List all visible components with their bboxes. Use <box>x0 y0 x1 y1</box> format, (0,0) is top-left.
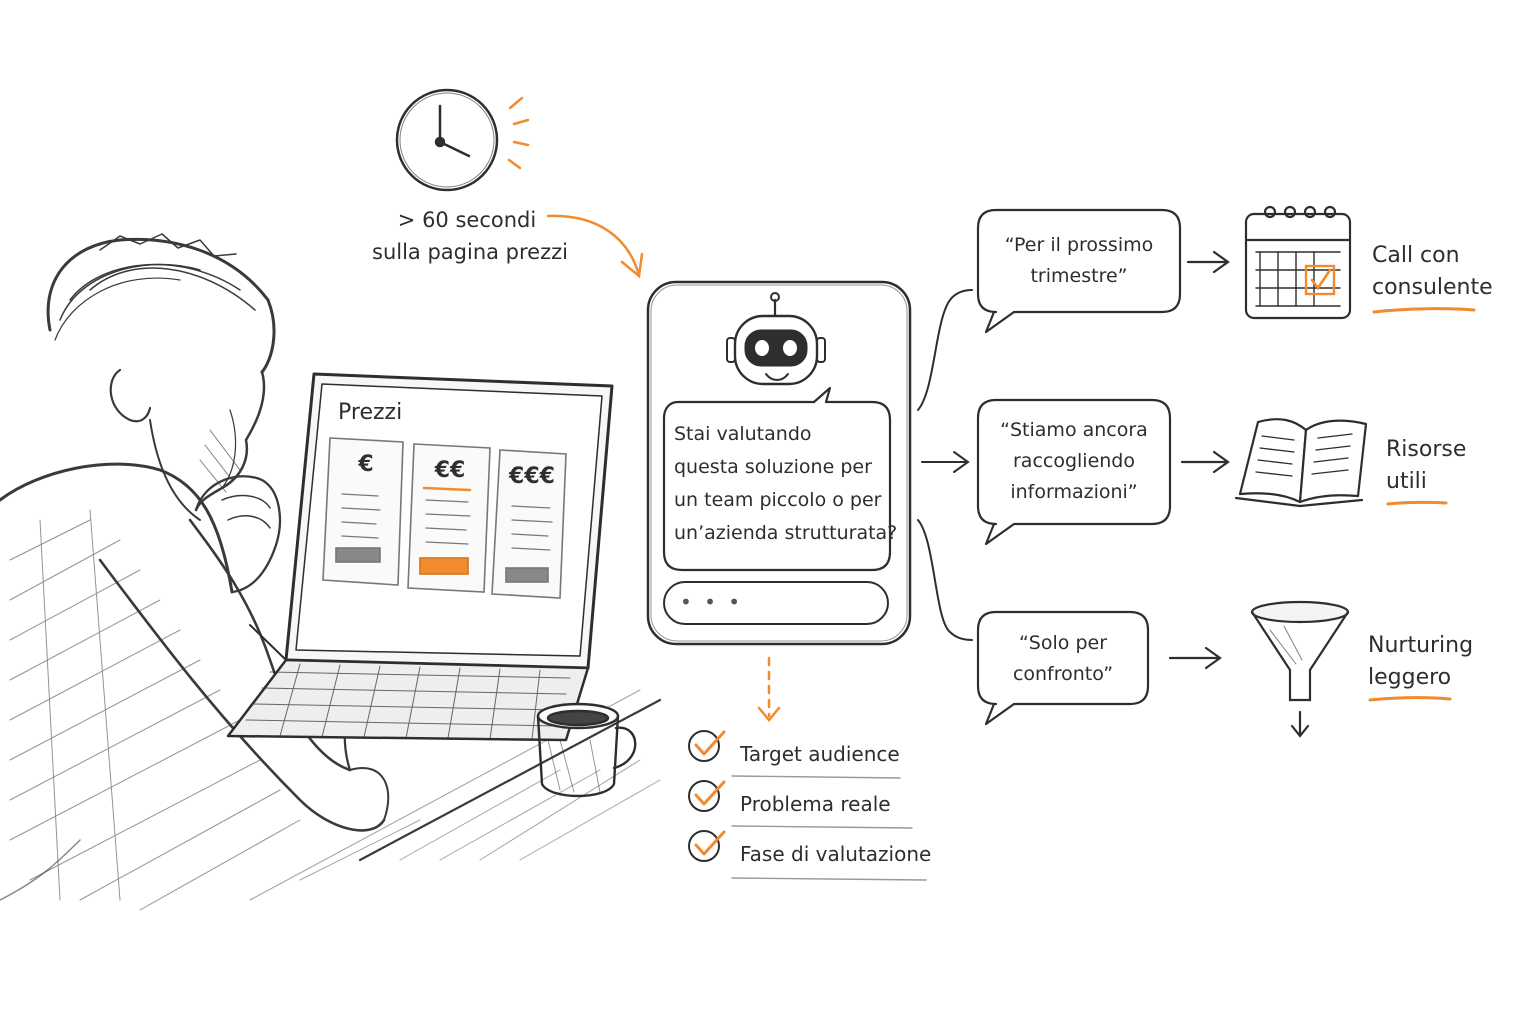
clock-icon <box>395 88 499 192</box>
timer-caption: > 60 secondi sulla pagina prezzi <box>372 204 568 268</box>
chatbot-panel <box>646 280 912 646</box>
reply-line: “Stiamo ancora <box>1000 419 1148 441</box>
coffee-mug-icon <box>536 702 637 798</box>
trigger-arrow <box>546 214 644 279</box>
checklist-marks <box>688 730 927 881</box>
timer-line-1: > 60 secondi <box>397 208 537 232</box>
tier-symbol-basic: € <box>358 452 374 477</box>
outcome-line: utili <box>1386 469 1427 494</box>
reply-line: trimestre” <box>1030 265 1128 287</box>
outcome-line: Call con <box>1372 243 1460 268</box>
reply-line: confronto” <box>1012 663 1114 685</box>
person-illustration <box>0 233 446 911</box>
open-book-icon <box>1234 418 1368 508</box>
dashed-arrow-down <box>757 656 781 722</box>
reply-bubbles <box>976 208 1182 726</box>
outcome-line: leggero <box>1368 665 1452 690</box>
alarm-rays-icon <box>507 96 530 170</box>
laptop-screen-title: Prezzi <box>338 400 403 425</box>
outcome-arrows <box>1168 250 1230 670</box>
funnel-icon <box>1250 600 1350 738</box>
reply-line: “Per il prossimo <box>1004 234 1154 256</box>
outcome-nurturing: Nurturing leggero <box>1368 630 1473 694</box>
typing-indicator: • • • <box>680 590 744 614</box>
question-line: un’azienda strutturata? <box>674 522 898 544</box>
question-line: questa soluzione per <box>674 456 872 478</box>
checklist-item: Target audience <box>740 742 900 766</box>
reply-line: raccogliendo <box>1012 450 1135 472</box>
branch-connector <box>917 289 973 641</box>
pricing-cards <box>322 437 567 599</box>
outcome-underlines <box>1368 307 1476 702</box>
robot-icon <box>726 292 826 386</box>
reply-bubble-comparison: “Solo per confronto” <box>980 628 1146 690</box>
reply-line: “Solo per <box>1018 632 1108 654</box>
checklist-item: Problema reale <box>740 792 891 816</box>
checklist-item: Fase di valutazione <box>740 842 932 866</box>
outcome-line: consulente <box>1372 275 1493 300</box>
tier-symbol-enterprise: €€€ <box>509 464 555 489</box>
outcome-line: Nurturing <box>1368 633 1474 658</box>
timer-line-2: sulla pagina prezzi <box>372 240 568 264</box>
reply-bubble-quarter: “Per il prossimo trimestre” <box>980 230 1178 292</box>
reply-bubble-researching: “Stiamo ancora raccogliendo informazioni… <box>980 415 1168 508</box>
question-line: Stai valutando <box>674 423 812 445</box>
chatbot-question: Stai valutando questa soluzione per un t… <box>674 418 897 550</box>
outcome-consultant-call: Call con consulente <box>1372 240 1493 304</box>
outcome-line: Risorse <box>1386 437 1467 462</box>
calendar-icon <box>1244 205 1352 320</box>
tier-symbol-pro: €€ <box>434 458 466 483</box>
reply-line: informazioni” <box>1010 481 1138 503</box>
outcome-resources: Risorse utili <box>1386 434 1466 498</box>
question-line: un team piccolo o per <box>674 489 882 511</box>
